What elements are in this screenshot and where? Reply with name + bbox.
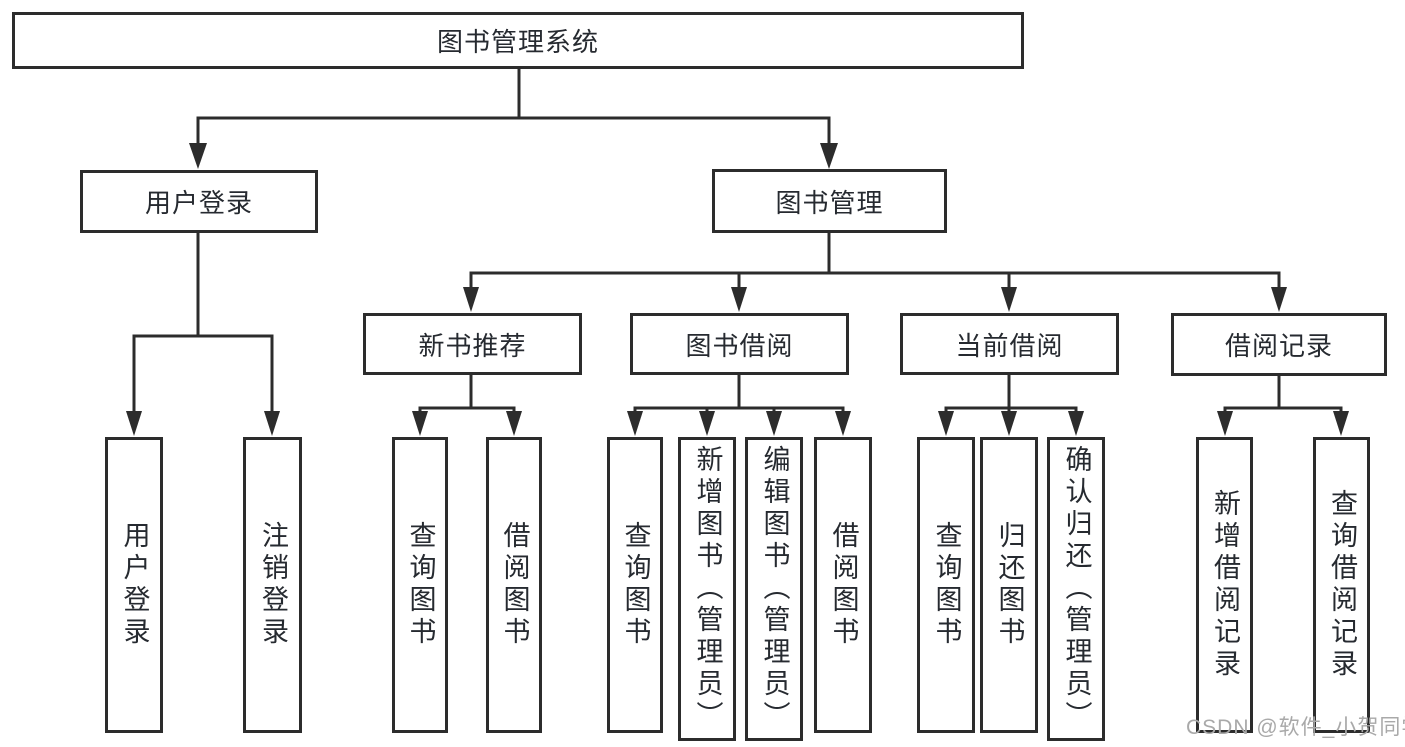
node-user-login: 用户登录 bbox=[80, 170, 318, 233]
csdn-watermark: CSDN @软件_小贺同学 bbox=[1186, 716, 1405, 739]
leaf-cur-query-books-label: 查询图书 bbox=[931, 521, 962, 649]
leaf-user-login: 用户登录 bbox=[105, 437, 163, 733]
leaf-cur-confirm-return-admin: 确认归还（管理员） bbox=[1047, 437, 1105, 741]
node-new-book-recommend-label: 新书推荐 bbox=[418, 330, 527, 361]
leaf-bb-borrow-books-label: 借阅图书 bbox=[828, 521, 859, 649]
leaf-rec-borrow-books: 借阅图书 bbox=[486, 437, 542, 733]
leaf-bb-query-books: 查询图书 bbox=[607, 437, 663, 733]
node-new-book-recommend: 新书推荐 bbox=[363, 313, 582, 375]
node-book-management: 图书管理 bbox=[712, 169, 947, 233]
node-root-system: 图书管理系统 bbox=[12, 12, 1024, 69]
leaf-bb-borrow-books: 借阅图书 bbox=[814, 437, 872, 733]
leaf-logout-label: 注销登录 bbox=[258, 521, 288, 649]
node-user-login-label: 用户登录 bbox=[144, 188, 253, 218]
leaf-add-borrow-record: 新增借阅记录 bbox=[1196, 437, 1253, 733]
leaf-add-borrow-record-label: 新增借阅记录 bbox=[1210, 489, 1240, 681]
leaf-rec-borrow-books-label: 借阅图书 bbox=[499, 521, 530, 649]
leaf-cur-query-books: 查询图书 bbox=[917, 437, 975, 733]
leaf-cur-return-books: 归还图书 bbox=[980, 437, 1038, 733]
node-borrow-record: 借阅记录 bbox=[1171, 313, 1387, 376]
node-book-management-label: 图书管理 bbox=[775, 187, 884, 218]
leaf-bb-add-books-admin: 新增图书（管理员） bbox=[678, 437, 736, 741]
node-book-borrow: 图书借阅 bbox=[630, 313, 849, 375]
leaf-rec-query-books-label: 查询图书 bbox=[405, 521, 436, 649]
node-current-borrow: 当前借阅 bbox=[900, 313, 1119, 375]
leaf-query-borrow-record: 查询借阅记录 bbox=[1313, 437, 1370, 733]
leaf-cur-confirm-return-admin-label: 确认归还（管理员） bbox=[1061, 445, 1092, 733]
leaf-bb-query-books-label: 查询图书 bbox=[620, 521, 651, 649]
leaf-logout: 注销登录 bbox=[243, 437, 302, 733]
node-book-borrow-label: 图书借阅 bbox=[685, 330, 794, 361]
leaf-rec-query-books: 查询图书 bbox=[392, 437, 448, 733]
leaf-bb-add-books-admin-label: 新增图书（管理员） bbox=[692, 445, 723, 733]
node-current-borrow-label: 当前借阅 bbox=[955, 330, 1064, 361]
node-borrow-record-label: 借阅记录 bbox=[1224, 331, 1333, 361]
leaf-cur-return-books-label: 归还图书 bbox=[994, 521, 1025, 649]
leaf-bb-edit-books-admin-label: 编辑图书（管理员） bbox=[759, 445, 790, 733]
leaf-user-login-label: 用户登录 bbox=[119, 521, 150, 649]
leaf-bb-edit-books-admin: 编辑图书（管理员） bbox=[745, 437, 803, 741]
leaf-query-borrow-record-label: 查询借阅记录 bbox=[1327, 489, 1357, 681]
node-root-system-label: 图书管理系统 bbox=[436, 27, 599, 57]
